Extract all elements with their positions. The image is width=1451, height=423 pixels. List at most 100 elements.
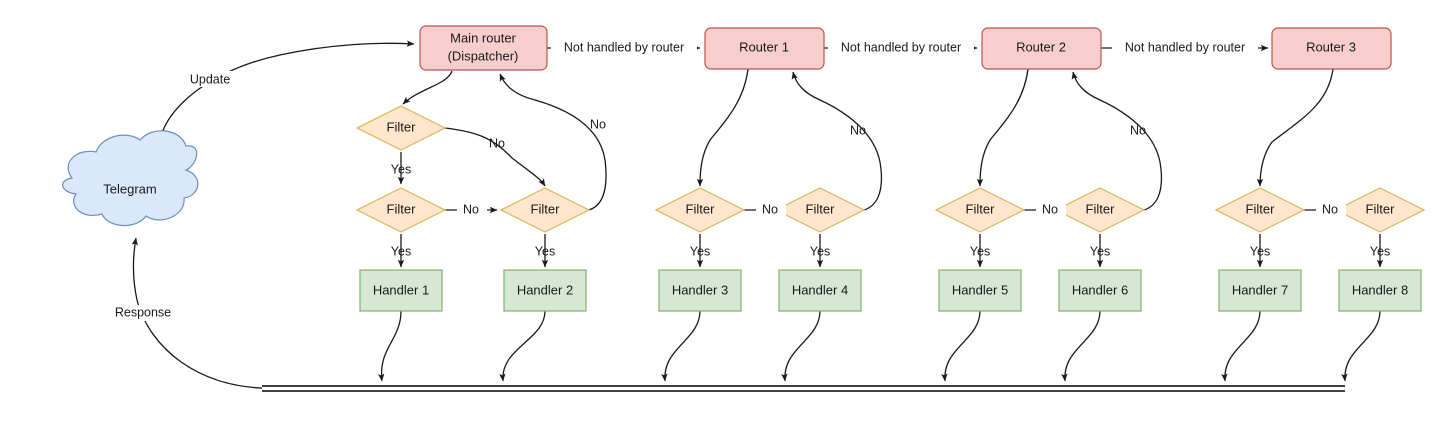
edge-h5-bus (941, 310, 981, 382)
node-filter-3[interactable]: Filter (654, 187, 746, 233)
handler-5-box (938, 269, 1022, 312)
edge-r3-to-f7 (1256, 68, 1334, 187)
edge-f4-no-r1 (791, 71, 883, 211)
router-main-label-line1: Main router (450, 30, 516, 45)
handler-4-label: Handler 4 (792, 282, 848, 297)
label-no-f1-wrap: No (457, 202, 487, 218)
cloud-shape (62, 130, 199, 227)
edge-h2-bus (499, 310, 546, 382)
label-chain-2-wrap: Not handled by router (1112, 40, 1258, 56)
label-chain-0: Not handled by router (564, 40, 684, 54)
label-yes-f0: Yes (391, 162, 411, 176)
label-yes-f7: Yes (1250, 244, 1270, 258)
node-filter-6[interactable]: Filter (1054, 187, 1146, 233)
node-filter-8[interactable]: Filter (1334, 187, 1426, 233)
edge-h7-bus (1221, 310, 1261, 382)
edge-update (158, 40, 415, 158)
label-yes-f5: Yes (970, 244, 990, 258)
filter-0-diamond (355, 105, 447, 151)
node-handler-5[interactable]: Handler 5 (938, 269, 1022, 312)
node-filter-5[interactable]: Filter (934, 187, 1026, 233)
edge-h3-bus (661, 310, 701, 382)
node-filter-2[interactable]: Filter (499, 187, 591, 233)
filter-7-diamond (1214, 187, 1306, 233)
node-handler-7[interactable]: Handler 7 (1218, 269, 1302, 312)
filter-3-label: Filter (686, 201, 716, 216)
router-1-box (704, 27, 825, 70)
handler-6-label: Handler 6 (1072, 282, 1128, 297)
node-telegram-cloud[interactable]: Telegram (62, 130, 199, 227)
label-no-f5: No (1042, 202, 1058, 216)
handler-2-box (503, 269, 587, 312)
label-no-f2: No (590, 117, 606, 131)
node-handler-6[interactable]: Handler 6 (1058, 269, 1142, 312)
node-filter-0[interactable]: Filter (355, 105, 447, 151)
label-no-f1: No (463, 202, 479, 216)
handler-7-label: Handler 7 (1232, 282, 1288, 297)
label-chain-2: Not handled by router (1125, 40, 1245, 54)
label-no-f3: No (762, 202, 778, 216)
edge-labels-layer: Update Response Not handled by router No… (105, 40, 1390, 321)
handler-8-box (1338, 269, 1422, 312)
node-filter-1[interactable]: Filter (355, 187, 447, 233)
edge-f2-no-main (499, 73, 607, 211)
router-3-label: Router 3 (1306, 39, 1356, 54)
label-yes-f2: Yes (535, 244, 555, 258)
label-update: Update (190, 72, 230, 86)
router-1-label: Router 1 (739, 39, 789, 54)
handler-7-box (1218, 269, 1302, 312)
handler-5-label: Handler 5 (952, 282, 1008, 297)
label-chain-0-wrap: Not handled by router (551, 40, 697, 56)
label-update-wrap: Update (180, 71, 240, 87)
filter-1-diamond (355, 187, 447, 233)
edge-r2-to-f5 (976, 68, 1029, 187)
node-router-1[interactable]: Router 1 (704, 27, 825, 70)
filter-6-label: Filter (1086, 201, 1116, 216)
filter-7-label: Filter (1246, 201, 1276, 216)
edge-main-to-f0 (402, 70, 453, 105)
node-handler-1[interactable]: Handler 1 (359, 269, 443, 312)
filter-8-diamond (1334, 187, 1426, 233)
telegram-label: Telegram (103, 181, 156, 196)
node-handler-3[interactable]: Handler 3 (658, 269, 742, 312)
handler-8-label: Handler 8 (1352, 282, 1408, 297)
label-response-wrap: Response (105, 305, 181, 321)
label-no-f7: No (1322, 202, 1338, 216)
node-router-2[interactable]: Router 2 (981, 27, 1102, 70)
filter-4-diamond (774, 187, 866, 233)
router-2-box (981, 27, 1102, 70)
filter-4-label: Filter (806, 201, 836, 216)
filter-5-diamond (934, 187, 1026, 233)
handler-1-box (359, 269, 443, 312)
node-handler-4[interactable]: Handler 4 (778, 269, 862, 312)
edge-f0-no-f2 (444, 127, 546, 187)
label-no-f3-wrap: No (756, 202, 786, 218)
label-no-f0: No (489, 136, 505, 150)
label-chain-1: Not handled by router (841, 40, 961, 54)
filter-0-label: Filter (387, 119, 417, 134)
edge-h1-bus (377, 310, 402, 382)
filter-2-label: Filter (531, 201, 561, 216)
node-filter-4[interactable]: Filter (774, 187, 866, 233)
label-no-f6: No (1130, 123, 1146, 137)
node-router-3[interactable]: Router 3 (1271, 27, 1392, 70)
node-router-main[interactable]: Main router (Dispatcher) (419, 25, 548, 71)
router-main-label-line2: (Dispatcher) (448, 48, 519, 63)
label-no-f4: No (850, 123, 866, 137)
handler-4-box (778, 269, 862, 312)
router-2-label: Router 2 (1016, 39, 1066, 54)
label-yes-f1: Yes (391, 244, 411, 258)
router-main-box (419, 25, 548, 71)
label-yes-f4: Yes (810, 244, 830, 258)
node-handler-8[interactable]: Handler 8 (1338, 269, 1422, 312)
label-yes-f8: Yes (1370, 244, 1390, 258)
filter-1-label: Filter (387, 201, 417, 216)
node-handler-2[interactable]: Handler 2 (503, 269, 587, 312)
handler-3-box (658, 269, 742, 312)
edge-h4-bus (781, 310, 821, 382)
filter-2-diamond (499, 187, 591, 233)
node-filter-7[interactable]: Filter (1214, 187, 1306, 233)
edge-f6-no-r2 (1071, 71, 1163, 211)
